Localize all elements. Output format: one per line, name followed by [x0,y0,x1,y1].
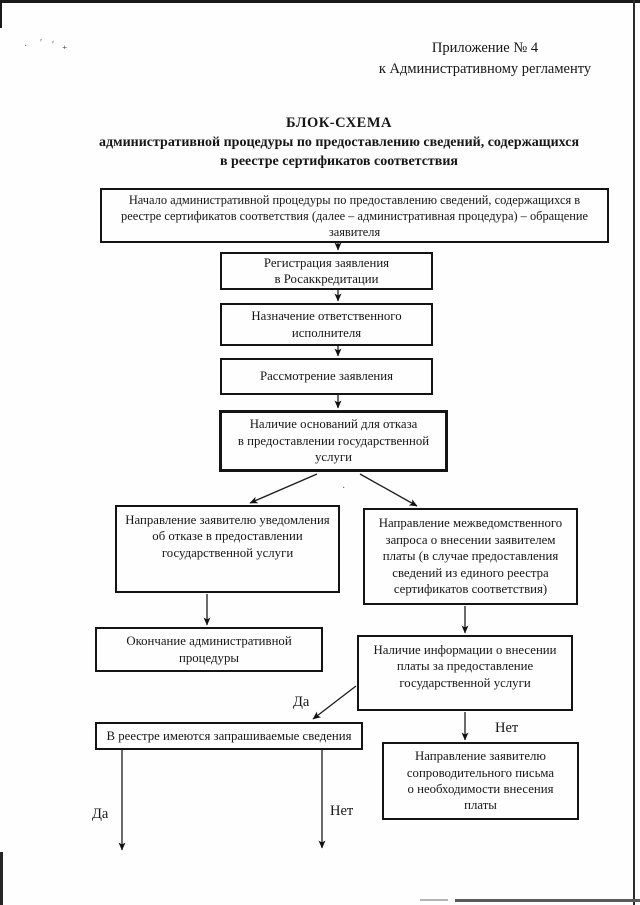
flow-node-refusal-notice: Направление заявителю уведомления об отк… [115,505,340,593]
scan-edge-right [633,0,635,905]
appendix-reference: к Административному регламенту [378,61,592,77]
branch-label-yes-lower: Да [92,806,109,822]
scan-edge-top [0,0,640,3]
title-line-1: БЛОК-СХЕМА [285,115,393,131]
arrow-payment-yes-to-registry-check [312,685,357,720]
appendix-number: Приложение № 4 [431,40,539,56]
scan-edge-bottom-dash [420,899,448,901]
branch-label-no-upper: Нет [495,720,519,736]
scan-edge-bottom-right [455,899,640,902]
scan-speckle: ′ [40,38,43,49]
flow-node-registration: Регистрация заявления в Росаккредитации [220,252,433,290]
scan-speckle: · [342,483,346,494]
scan-edge-left-bottom [0,852,3,905]
title-line-3: в реестре сертификатов соответствия [219,154,459,169]
arrow-refusal-check-to-notice [249,473,318,504]
flow-node-review: Рассмотрение заявления [220,358,433,395]
flow-node-interagency-request: Направление межведомственного запроса о … [363,508,578,605]
scan-speckle: ₊ [62,41,68,52]
scan-edge-left-top [0,0,2,28]
flow-node-assignment: Назначение ответственного исполнителя [220,303,433,346]
flow-node-start: Начало административной процедуры по пре… [100,188,609,243]
document-title: БЛОК-СХЕМА административной процедуры по… [38,114,640,171]
title-line-2: административной процедуры по предоставл… [98,135,580,150]
flow-node-refusal-check: Наличие оснований для отказа в предостав… [219,410,448,472]
appendix-annotation: Приложение № 4 к Административному регла… [354,38,616,80]
flow-node-end: Окончание административной процедуры [95,627,323,672]
flow-node-cover-letter: Направление заявителю сопроводительного … [382,742,579,820]
branch-label-no-lower: Нет [330,803,354,819]
arrow-refusal-check-to-request [359,473,418,507]
flow-node-payment-check: Наличие информации о внесении платы за п… [357,635,573,711]
scan-speckle: ′ [52,40,55,51]
branch-label-yes-upper: Да [293,694,310,710]
scan-speckle: · [24,41,28,52]
flow-node-registry-check: В реестре имеются запрашиваемые сведения [95,722,363,750]
